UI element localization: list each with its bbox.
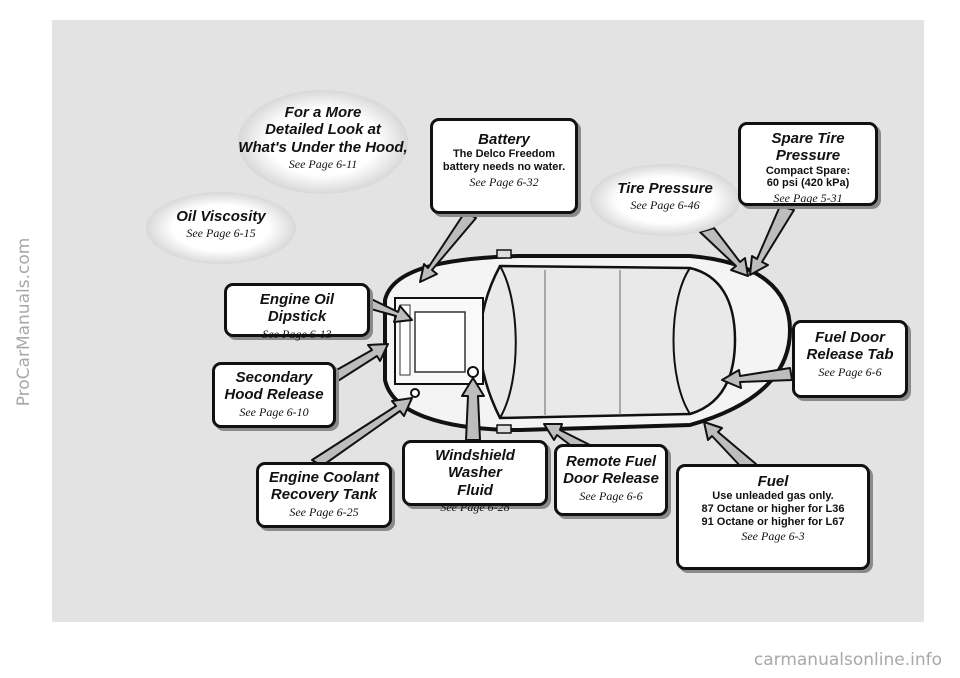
- washer-fluid-page-ref: See Page 6-28: [440, 499, 510, 514]
- remote-fuel-callout: Remote Fuel Door Release See Page 6-6: [554, 444, 668, 516]
- secondary-hood-callout: Secondary Hood Release See Page 6-10: [212, 362, 336, 428]
- fuel-page-ref: See Page 6-3: [741, 529, 805, 544]
- coolant-title-2: Recovery Tank: [270, 486, 378, 504]
- coolant-pointer: [311, 397, 413, 467]
- spare-tire-body-1: Compact Spare:: [765, 164, 851, 177]
- fuel-door-tab-callout: Fuel Door Release Tab See Page 6-6: [792, 320, 908, 398]
- oil-viscosity-page-ref: See Page 6-15: [186, 226, 256, 241]
- battery-page-ref: See Page 6-32: [469, 174, 539, 189]
- car-cabin: [478, 264, 737, 420]
- tire-pressure-page-ref: See Page 6-46: [630, 198, 700, 213]
- spare-tire-body-2: 60 psi (420 kPa): [766, 177, 850, 190]
- fuel-title: Fuel: [757, 473, 789, 490]
- bottom-watermark: carmanualsonline.info: [753, 650, 942, 670]
- oil-dipstick-title: Engine Oil Dipstick: [259, 291, 335, 326]
- coolant-callout: Engine Coolant Recovery Tank See Page 6-…: [256, 462, 392, 528]
- under-hood-callout: For a More Detailed Look at What's Under…: [238, 90, 408, 194]
- washer-fluid-title-2: Fluid: [457, 481, 493, 499]
- secondary-hood-page-ref: See Page 6-10: [239, 404, 309, 419]
- oil-viscosity-callout: Oil Viscosity See Page 6-15: [146, 192, 296, 264]
- coolant-page-ref: See Page 6-25: [289, 504, 359, 519]
- oil-dipstick-page-ref: See Page 6-13: [262, 326, 332, 341]
- fuel-door-tab-title-2: Release Tab: [806, 346, 894, 364]
- under-hood-title-1: For a More: [284, 104, 362, 121]
- tire-pressure-title: Tire Pressure: [617, 180, 713, 197]
- fuel-body-3: 91 Octane or higher for L67: [701, 515, 845, 528]
- spare-tire-pointer: [749, 205, 795, 276]
- tire-pressure-pointer: [699, 227, 749, 277]
- secondary-hood-title-1: Secondary: [235, 369, 313, 386]
- remote-fuel-title-1: Remote Fuel: [565, 453, 656, 470]
- coolant-title-1: Engine Coolant: [269, 469, 379, 486]
- rear-window-line: [672, 267, 691, 415]
- battery-body-2: battery needs no water.: [442, 160, 566, 173]
- under-hood-title-3: What's Under the Hood,: [238, 138, 408, 156]
- remote-fuel-page-ref: See Page 6-6: [579, 488, 643, 503]
- washer-fluid-pointer: [461, 377, 485, 441]
- windshield-line: [499, 265, 517, 419]
- under-hood-page-ref: See Page 6-11: [288, 156, 358, 171]
- battery-title: Battery: [478, 131, 530, 148]
- left-watermark: ProCarManuals.com: [14, 237, 34, 407]
- fuel-body-1: Use unleaded gas only.: [712, 490, 834, 503]
- fuel-door-tab-pointer: [721, 367, 793, 389]
- dipstick-pointer: [359, 295, 413, 323]
- oil-viscosity-title: Oil Viscosity: [176, 208, 266, 225]
- battery-pointer: [419, 211, 477, 283]
- tire-pressure-callout: Tire Pressure See Page 6-46: [590, 164, 740, 236]
- oil-dipstick-callout: Engine Oil Dipstick See Page 6-13: [224, 283, 370, 340]
- battery-body-1: The Delco Freedom: [452, 148, 556, 161]
- fuel-door-tab-page-ref: See Page 6-6: [818, 364, 882, 379]
- spare-tire-page-ref: See Page 5-31: [773, 190, 843, 205]
- spare-tire-title: Spare Tire Pressure: [771, 130, 845, 165]
- spare-tire-callout: Spare Tire Pressure Compact Spare: 60 ps…: [738, 122, 878, 206]
- fuel-pointer: [703, 421, 757, 471]
- under-hood-title-2: Detailed Look at: [265, 121, 381, 139]
- remote-fuel-title-2: Door Release: [563, 470, 659, 488]
- battery-callout: Battery The Delco Freedom battery needs …: [430, 118, 578, 214]
- secondary-hood-title-2: Hood Release: [224, 386, 324, 404]
- fuel-door-tab-title-1: Fuel Door: [815, 329, 885, 346]
- fuel-body-2: 87 Octane or higher for L36: [701, 502, 845, 515]
- washer-fluid-callout: Windshield Washer Fluid See Page 6-28: [402, 440, 548, 514]
- fuel-callout: Fuel Use unleaded gas only. 87 Octane or…: [676, 464, 870, 570]
- washer-fluid-title-1: Windshield Washer: [435, 447, 515, 482]
